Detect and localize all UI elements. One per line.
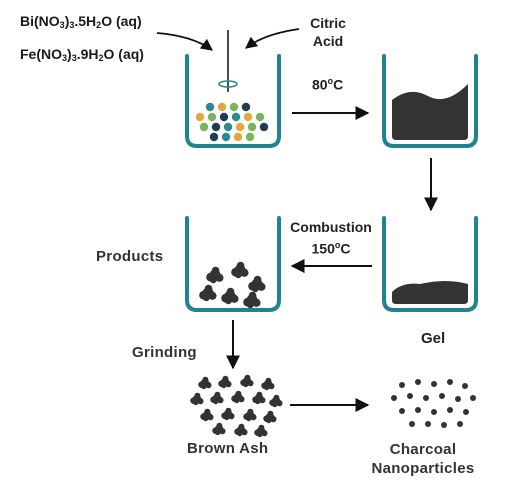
stir-icon bbox=[218, 80, 238, 88]
nanoparticle bbox=[439, 393, 445, 399]
charcoal-nanoparticles bbox=[391, 379, 476, 428]
precursor-particle bbox=[221, 132, 231, 142]
precursor-particles bbox=[195, 102, 269, 142]
precursor-particle bbox=[209, 132, 219, 142]
brown-ash-label: Brown Ash bbox=[187, 440, 269, 457]
nanoparticle bbox=[431, 409, 437, 415]
products-label: Products bbox=[96, 248, 164, 265]
product-clumps bbox=[199, 261, 266, 309]
precursor-particle bbox=[211, 122, 221, 132]
precursor-particle bbox=[231, 112, 241, 122]
arrow-citric-in bbox=[245, 28, 300, 49]
ash-clump bbox=[218, 375, 232, 389]
precursor-particle bbox=[233, 132, 243, 142]
precursor-particle bbox=[207, 112, 217, 122]
nanoparticle bbox=[409, 421, 415, 427]
precursor-particle bbox=[205, 102, 215, 112]
nanoparticle bbox=[441, 422, 447, 428]
precursor-particle bbox=[245, 132, 255, 142]
nanoparticle bbox=[455, 396, 461, 402]
nanoparticle bbox=[391, 395, 397, 401]
nanoparticle bbox=[407, 393, 413, 399]
gel-layer bbox=[392, 281, 468, 304]
beaker-products bbox=[185, 216, 281, 312]
iron-nitrate-label: Fe(NO3)3.9H2O (aq) bbox=[20, 46, 144, 63]
ash-clump bbox=[200, 408, 214, 422]
precursor-particle bbox=[259, 122, 269, 132]
viscous-solution bbox=[392, 84, 468, 140]
grinding-label: Grinding bbox=[132, 344, 197, 361]
nanoparticle bbox=[415, 379, 421, 385]
ash-clump bbox=[269, 394, 283, 408]
nanoparticle bbox=[447, 407, 453, 413]
nanoparticle bbox=[423, 395, 429, 401]
ash-clump bbox=[212, 422, 226, 436]
nanoparticle bbox=[457, 421, 463, 427]
product-clump bbox=[221, 287, 239, 305]
beaker-heating bbox=[382, 54, 478, 148]
ash-clump bbox=[231, 390, 245, 404]
arrow-nitrates-in bbox=[156, 32, 213, 51]
gel-label: Gel bbox=[421, 330, 446, 347]
nanoparticle bbox=[463, 409, 469, 415]
ash-clump bbox=[252, 391, 266, 405]
ash-clump bbox=[221, 407, 235, 421]
precursor-particle bbox=[255, 112, 265, 122]
ash-clump bbox=[261, 377, 275, 391]
nanoparticle bbox=[447, 379, 453, 385]
precursor-particle bbox=[229, 102, 239, 112]
nanoparticle bbox=[399, 382, 405, 388]
ash-clump bbox=[254, 424, 268, 438]
product-clump bbox=[243, 291, 261, 309]
brown-ash-pile bbox=[190, 374, 283, 438]
heating-temperature-label: 80oC bbox=[312, 76, 344, 93]
bismuth-nitrate-label: Bi(NO3)3.5H2O (aq) bbox=[20, 13, 142, 30]
nanoparticle bbox=[399, 408, 405, 414]
precursor-particle bbox=[219, 112, 229, 122]
precursor-particle bbox=[241, 102, 251, 112]
ash-clump bbox=[190, 392, 204, 406]
ash-clump bbox=[210, 391, 224, 405]
flow-arrows bbox=[156, 28, 438, 412]
nanoparticle bbox=[470, 395, 476, 401]
precursor-particle bbox=[235, 122, 245, 132]
ash-clump bbox=[263, 410, 277, 424]
product-clump bbox=[231, 261, 249, 279]
product-clump bbox=[199, 284, 217, 302]
ash-clump bbox=[234, 423, 248, 437]
precursor-particle bbox=[195, 112, 205, 122]
ash-clump bbox=[243, 408, 257, 422]
precursor-particle bbox=[217, 102, 227, 112]
ash-clump bbox=[240, 374, 254, 388]
precursor-particle bbox=[243, 112, 253, 122]
product-clump bbox=[206, 266, 224, 284]
nanoparticle bbox=[425, 421, 431, 427]
precursor-particle bbox=[223, 122, 233, 132]
precursor-particle bbox=[247, 122, 257, 132]
nanoparticle bbox=[431, 381, 437, 387]
precursor-particle bbox=[199, 122, 209, 132]
beaker-mixing bbox=[185, 30, 281, 148]
beaker-gel bbox=[382, 216, 478, 312]
product-clump bbox=[248, 275, 266, 293]
nanoparticle bbox=[415, 407, 421, 413]
nanoparticle bbox=[462, 383, 468, 389]
ash-clump bbox=[198, 376, 212, 390]
